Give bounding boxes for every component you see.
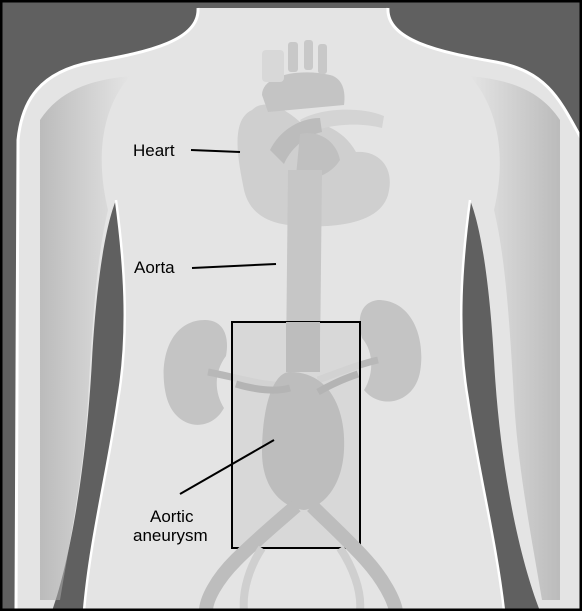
aneurysm-label-line1: Aortic: [150, 507, 193, 527]
aneurysm-label-line2: aneurysm: [133, 526, 208, 546]
aorta-lower: [286, 322, 320, 372]
aorta-label: Aorta: [134, 258, 175, 278]
heart-label: Heart: [133, 141, 175, 161]
